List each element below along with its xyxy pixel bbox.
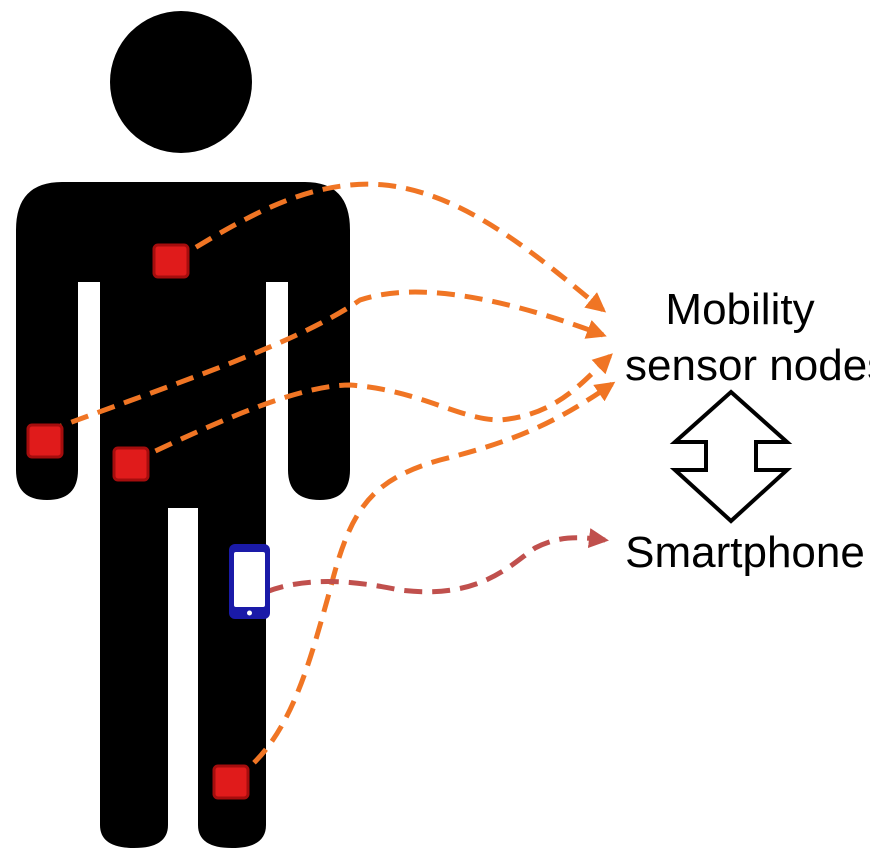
body-silhouette — [16, 182, 350, 848]
human-figure-icon — [16, 11, 350, 848]
chest-sensor-icon — [152, 243, 190, 279]
hip-sensor-link — [128, 353, 613, 466]
smartphone-icon — [229, 544, 270, 619]
smartphone-label: Smartphone — [625, 528, 865, 577]
sensor-nodes — [26, 243, 250, 800]
sensor-nodes-label-line2: sensor nodes — [625, 341, 870, 390]
sensor-links — [44, 181, 616, 783]
bidirectional-arrow-icon — [669, 389, 793, 524]
ankle-sensor-icon — [212, 764, 250, 800]
sensor-nodes-label-line1: Mobility — [665, 285, 815, 334]
wrist-sensor-icon — [26, 423, 64, 459]
smartphone-link — [265, 528, 609, 595]
ankle-sensor-link — [230, 381, 616, 783]
head-icon — [110, 11, 252, 153]
hip-sensor-icon — [112, 446, 150, 482]
wrist-sensor-link — [44, 289, 607, 435]
chest-sensor-link — [170, 181, 607, 313]
